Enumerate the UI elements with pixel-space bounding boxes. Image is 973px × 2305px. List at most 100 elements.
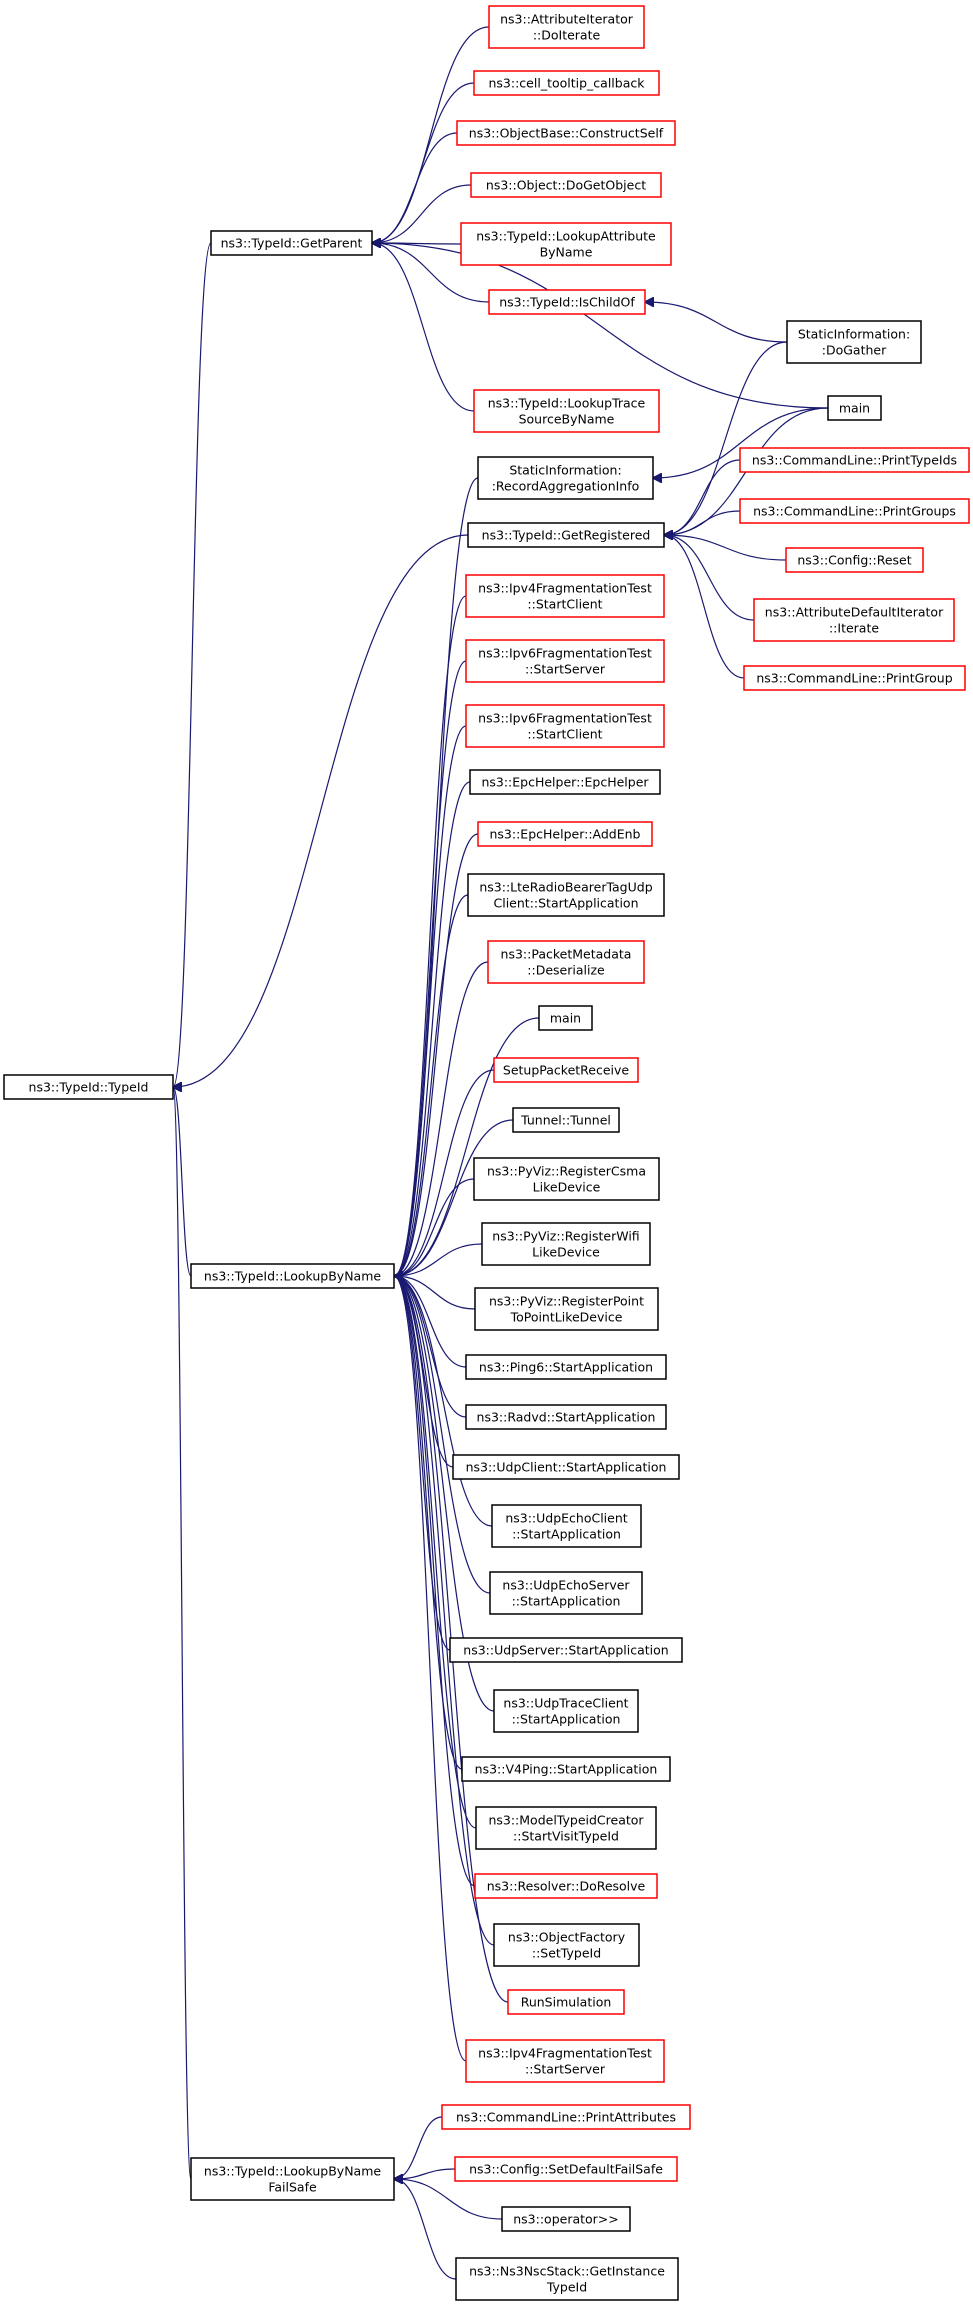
node-box[interactable] [501, 2206, 631, 2232]
node-box[interactable] [512, 1107, 620, 1133]
node-box[interactable] [493, 1057, 639, 1083]
node-box[interactable] [488, 289, 646, 315]
node-box[interactable] [743, 665, 966, 691]
node-radvd[interactable]: ns3::Radvd::StartApplication [465, 1404, 667, 1430]
node-pktmeta[interactable]: ns3::PacketMetadata::Deserialize [487, 940, 645, 984]
node-dogather[interactable]: StaticInformation::DoGather [786, 320, 922, 364]
node-box[interactable] [507, 1989, 625, 2015]
node-dogetobject[interactable]: ns3::Object::DoGetObject [470, 172, 662, 198]
node-box[interactable] [461, 1756, 671, 1782]
node-box[interactable] [491, 1504, 642, 1548]
node-box[interactable] [474, 1873, 658, 1899]
node-udptrace[interactable]: ns3::UdpTraceClient::StartApplication [493, 1689, 639, 1733]
node-box[interactable] [467, 873, 665, 917]
node-runsim[interactable]: RunSimulation [507, 1989, 625, 2015]
node-udpclient[interactable]: ns3::UdpClient::StartApplication [452, 1454, 680, 1480]
node-ipv4fragclient[interactable]: ns3::Ipv4FragmentationTest::StartClient [465, 574, 665, 618]
node-box[interactable] [3, 1074, 174, 1100]
node-box[interactable] [465, 704, 665, 748]
node-configreset[interactable]: ns3::Config::Reset [785, 547, 924, 573]
node-resolver[interactable]: ns3::Resolver::DoResolve [474, 1873, 658, 1899]
node-box[interactable] [785, 547, 924, 573]
node-celltooltip[interactable]: ns3::cell_tooltip_callback [473, 70, 660, 96]
node-box[interactable] [827, 395, 882, 421]
node-ipv6fragserver[interactable]: ns3::Ipv6FragmentationTest::StartServer [465, 639, 665, 683]
node-udpechoclient[interactable]: ns3::UdpEchoClient::StartApplication [491, 1504, 642, 1548]
node-box[interactable] [190, 2157, 395, 2201]
node-box[interactable] [473, 389, 660, 433]
node-printattrs[interactable]: ns3::CommandLine::PrintAttributes [441, 2104, 691, 2130]
node-ipv4fragserver[interactable]: ns3::Ipv4FragmentationTest::StartServer [465, 2039, 665, 2083]
node-addenb[interactable]: ns3::EpcHelper::AddEnb [477, 821, 653, 847]
node-lteradio[interactable]: ns3::LteRadioBearerTagUdpClient::StartAp… [467, 873, 665, 917]
node-setuppkt[interactable]: SetupPacketReceive [493, 1057, 639, 1083]
node-box[interactable] [465, 2039, 665, 2083]
node-printtypeids[interactable]: ns3::CommandLine::PrintTypeIds [739, 447, 970, 473]
node-box[interactable] [469, 769, 661, 795]
node-printgroups[interactable]: ns3::CommandLine::PrintGroups [739, 498, 970, 524]
node-v4ping[interactable]: ns3::V4Ping::StartApplication [461, 1756, 671, 1782]
node-box[interactable] [473, 70, 660, 96]
node-box[interactable] [465, 574, 665, 618]
node-constructself[interactable]: ns3::ObjectBase::ConstructSelf [456, 120, 676, 146]
node-box[interactable] [470, 172, 662, 198]
node-box[interactable] [452, 1454, 680, 1480]
node-box[interactable] [739, 447, 970, 473]
node-getparent[interactable]: ns3::TypeId::GetParent [210, 230, 373, 256]
node-epchelper[interactable]: ns3::EpcHelper::EpcHelper [469, 769, 661, 795]
node-box[interactable] [786, 320, 922, 364]
node-modeltypeid[interactable]: ns3::ModelTypeidCreator::StartVisitTypeI… [475, 1806, 657, 1850]
node-root[interactable]: ns3::TypeId::TypeId [3, 1074, 174, 1100]
node-operator[interactable]: ns3::operator>> [501, 2206, 631, 2232]
node-lookupbyname[interactable]: ns3::TypeId::LookupByName [190, 1263, 395, 1289]
node-box[interactable] [739, 498, 970, 524]
node-box[interactable] [477, 821, 653, 847]
node-main1[interactable]: main [827, 395, 882, 421]
node-box[interactable] [489, 1571, 643, 1615]
node-getregistered[interactable]: ns3::TypeId::GetRegistered [467, 522, 665, 548]
node-box[interactable] [456, 120, 676, 146]
node-box[interactable] [190, 1263, 395, 1289]
node-box[interactable] [465, 639, 665, 683]
node-box[interactable] [481, 1222, 651, 1266]
node-box[interactable] [455, 2257, 679, 2301]
node-box[interactable] [460, 222, 672, 266]
node-main2[interactable]: main [538, 1005, 593, 1031]
node-box[interactable] [467, 522, 665, 548]
node-box[interactable] [465, 1354, 667, 1380]
node-objfactory[interactable]: ns3::ObjectFactory::SetTypeId [493, 1923, 640, 1967]
node-tunnel[interactable]: Tunnel::Tunnel [512, 1107, 620, 1133]
node-box[interactable] [475, 1806, 657, 1850]
node-ischildof[interactable]: ns3::TypeId::IsChildOf [488, 289, 646, 315]
node-ping6[interactable]: ns3::Ping6::StartApplication [465, 1354, 667, 1380]
node-setdefaultfs[interactable]: ns3::Config::SetDefaultFailSafe [454, 2156, 678, 2182]
node-box[interactable] [488, 5, 645, 49]
node-box[interactable] [474, 1287, 659, 1331]
node-box[interactable] [477, 456, 654, 500]
node-box[interactable] [449, 1637, 683, 1663]
node-attriter[interactable]: ns3::AttributeIterator::DoIterate [488, 5, 645, 49]
node-udpserver[interactable]: ns3::UdpServer::StartApplication [449, 1637, 683, 1663]
node-printgroup[interactable]: ns3::CommandLine::PrintGroup [743, 665, 966, 691]
node-box[interactable] [473, 1157, 660, 1201]
node-attrdefiter[interactable]: ns3::AttributeDefaultIterator::Iterate [753, 598, 955, 642]
node-box[interactable] [538, 1005, 593, 1031]
node-box[interactable] [465, 1404, 667, 1430]
node-udpechoserver[interactable]: ns3::UdpEchoServer::StartApplication [489, 1571, 643, 1615]
node-box[interactable] [493, 1689, 639, 1733]
node-box[interactable] [487, 940, 645, 984]
node-box[interactable] [454, 2156, 678, 2182]
node-box[interactable] [493, 1923, 640, 1967]
node-recordagg[interactable]: StaticInformation::RecordAggregationInfo [477, 456, 654, 500]
node-box[interactable] [210, 230, 373, 256]
node-box[interactable] [441, 2104, 691, 2130]
node-ipv6fragclient[interactable]: ns3::Ipv6FragmentationTest::StartClient [465, 704, 665, 748]
node-box[interactable] [753, 598, 955, 642]
node-pyvizp2p[interactable]: ns3::PyViz::RegisterPointToPointLikeDevi… [474, 1287, 659, 1331]
